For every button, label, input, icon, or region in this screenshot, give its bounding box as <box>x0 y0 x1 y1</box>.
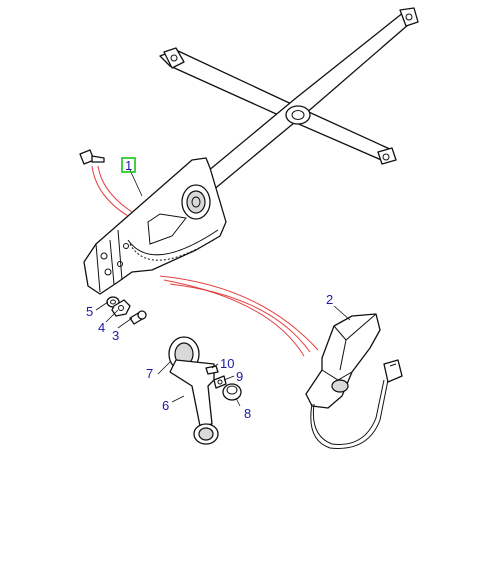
callout-9-label: 9 <box>236 369 243 384</box>
callout-4[interactable]: 4 <box>98 320 105 335</box>
regulator-arm-long[interactable] <box>159 47 397 165</box>
callout-8[interactable]: 8 <box>244 406 251 421</box>
callout-5[interactable]: 5 <box>86 304 93 319</box>
sector-gear <box>127 229 221 261</box>
callout-3[interactable]: 3 <box>112 328 119 343</box>
callout-4-label: 4 <box>98 320 105 335</box>
mounting-bolt[interactable] <box>79 149 105 165</box>
callout-6[interactable]: 6 <box>162 398 169 413</box>
regulator-backplate[interactable] <box>83 157 227 295</box>
connector-plug[interactable] <box>383 359 403 383</box>
motor-wiring-harness <box>310 379 389 449</box>
winder-handle-6[interactable] <box>169 359 219 445</box>
cap-8[interactable] <box>222 383 242 401</box>
callout-1-highlight-box <box>121 157 136 173</box>
callout-8-label: 8 <box>244 406 251 421</box>
callout-leaders <box>95 169 351 407</box>
callout-1[interactable]: 1 <box>121 157 136 173</box>
callout-2[interactable]: 2 <box>326 292 333 307</box>
callout-10-label: 10 <box>220 356 234 371</box>
handle-screw-10[interactable] <box>205 365 219 375</box>
pivot-hub <box>285 105 311 125</box>
pinion-drum <box>181 184 211 220</box>
callout-1-label: 1 <box>125 158 132 173</box>
callout-5-label: 5 <box>86 304 93 319</box>
callout-7[interactable]: 7 <box>146 366 153 381</box>
callout-6-label: 6 <box>162 398 169 413</box>
callout-10[interactable]: 10 <box>220 356 234 371</box>
callout-7-label: 7 <box>146 366 153 381</box>
screw-9[interactable] <box>213 375 227 389</box>
regulator-arm-cross[interactable] <box>189 7 419 197</box>
red-reference-lines <box>91 165 319 357</box>
callout-3-label: 3 <box>112 328 119 343</box>
window-motor-2[interactable] <box>305 313 381 409</box>
callout-2-label: 2 <box>326 292 333 307</box>
screw-3[interactable] <box>129 310 147 325</box>
callout-9[interactable]: 9 <box>236 369 243 384</box>
